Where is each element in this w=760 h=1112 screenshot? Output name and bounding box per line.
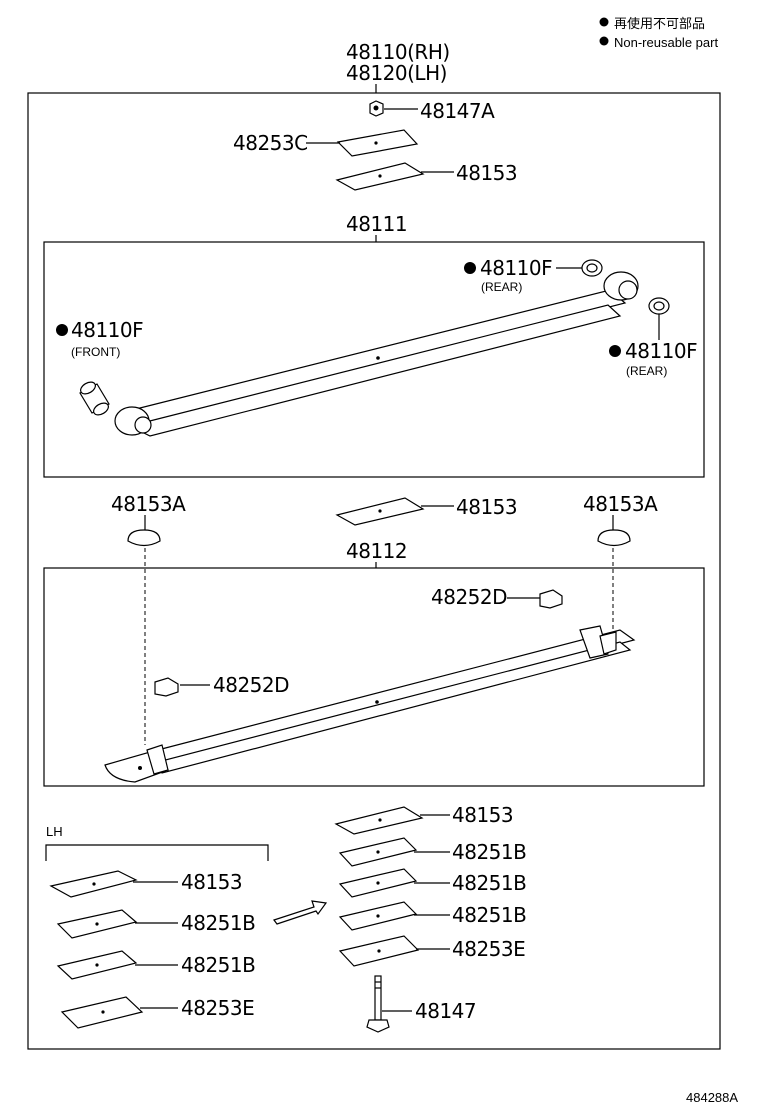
- bushing-rear-top-note: (REAR): [481, 280, 522, 294]
- lh-seat-48253E: [60, 996, 178, 1029]
- lh-stack-title: LH: [46, 824, 63, 839]
- bushing-front-note: (FRONT): [71, 345, 120, 359]
- nut-48147A-label: 48147A: [420, 99, 495, 123]
- lh-leaf-48251B-2: [56, 950, 178, 980]
- rh-leaf-48251B-1: [338, 837, 450, 867]
- rh-seat-48253E: [338, 935, 450, 967]
- main-leaf-label: 48111: [346, 212, 407, 236]
- legend-jp-text: 再使用不可部品: [614, 16, 705, 32]
- clip-left-label: 48252D: [213, 673, 289, 697]
- non-reusable-marker-icon: [609, 345, 621, 357]
- bushing-rear-right: [648, 297, 670, 340]
- assembly-frame: [27, 92, 721, 1050]
- clip-right: [507, 589, 563, 609]
- nut-48147A: [369, 100, 418, 117]
- non-reusable-marker-icon: [464, 262, 476, 274]
- main-leaf-box: [43, 241, 705, 478]
- clip-right-label: 48252D: [431, 585, 507, 609]
- rh-leaf-48251B-2: [338, 868, 450, 898]
- rh-item-4-label: 48251B: [452, 903, 526, 927]
- assembly-lh-label: 48120(LH): [346, 61, 447, 85]
- seat-48253C: [306, 129, 419, 157]
- rh-pad-48153: [334, 806, 450, 835]
- lh-item-3-label: 48251B: [181, 953, 255, 977]
- pad-48153-middle: [335, 497, 454, 526]
- rh-item-3-label: 48251B: [452, 871, 526, 895]
- rh-item-2-label: 48251B: [452, 840, 526, 864]
- pad-48153-upper-label: 48153: [456, 161, 517, 185]
- lh-item-4-label: 48253E: [181, 996, 254, 1020]
- lh-item-2-label: 48251B: [181, 911, 255, 935]
- rh-item-5-label: 48253E: [452, 937, 525, 961]
- non-reusable-marker-icon: [599, 36, 609, 46]
- center-bolt: [366, 975, 412, 1033]
- rh-leaf-48251B-3: [338, 901, 450, 931]
- lh-leaf-48251B-1: [56, 909, 178, 939]
- clip-left: [154, 677, 210, 697]
- bumper-left-label: 48153A: [111, 492, 186, 516]
- bushing-rear-top-label: 48110F: [480, 256, 552, 280]
- pad-48153-upper: [335, 162, 454, 191]
- bushing-rear-right-label: 48110F: [625, 339, 697, 363]
- second-leaf-spring: [104, 625, 636, 783]
- main-leaf-spring: [114, 271, 639, 437]
- second-leaf-box: [43, 567, 705, 787]
- arrow-icon: [273, 900, 328, 925]
- center-bolt-label: 48147: [415, 999, 476, 1023]
- legend: 再使用不可部品 Non-reusable part: [599, 16, 718, 50]
- second-leaf-label: 48112: [346, 539, 407, 563]
- lh-item-1-label: 48153: [181, 870, 242, 894]
- lh-stack-bracket: [45, 844, 269, 861]
- bushing-front: [79, 381, 110, 416]
- bushing-rear-top: [556, 259, 603, 277]
- legend-en-text: Non-reusable part: [614, 35, 718, 50]
- bumper-right-label: 48153A: [583, 492, 658, 516]
- bumper-right: [597, 515, 631, 547]
- assembly-rh-label: 48110(RH): [346, 40, 450, 64]
- pad-48153-middle-label: 48153: [456, 495, 517, 519]
- rh-item-1-label: 48153: [452, 803, 513, 827]
- bushing-front-label: 48110F: [71, 318, 143, 342]
- bushing-rear-right-note: (REAR): [626, 364, 667, 378]
- figure-id: 484288A: [686, 1090, 738, 1105]
- non-reusable-marker-icon: [56, 324, 68, 336]
- non-reusable-marker-icon: [599, 17, 609, 27]
- bumper-left: [127, 515, 161, 547]
- lh-pad-48153: [49, 870, 178, 898]
- seat-48253C-label: 48253C: [233, 131, 308, 155]
